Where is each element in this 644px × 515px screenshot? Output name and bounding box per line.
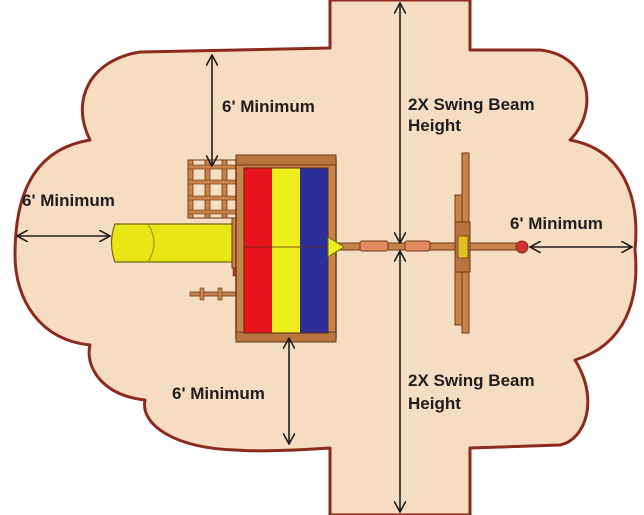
label-swing-top-line2: Height [408,116,461,135]
label-bottom-minimum: 6' Minimum [172,384,265,403]
label-top-minimum: 6' Minimum [222,97,315,116]
label-left-minimum: 6' Minimum [22,191,115,210]
dimension-arrows [17,3,632,512]
roof-red-stripe [244,168,272,333]
swing-beam [329,152,529,334]
slide [110,217,247,269]
label-right-minimum: 6' Minimum [510,214,603,233]
label-swing-top-line1: 2X Swing Beam [408,95,535,114]
tower [235,154,345,343]
swing-beam-end-cap [515,240,529,254]
flag [327,236,345,258]
roof-yellow-stripe [272,168,300,333]
roof-blue-stripe [300,168,328,333]
tarp-roof [243,167,329,334]
label-swing-bottom-line1: 2X Swing Beam [408,371,535,390]
label-swing-bottom-line2: Height [408,394,461,413]
